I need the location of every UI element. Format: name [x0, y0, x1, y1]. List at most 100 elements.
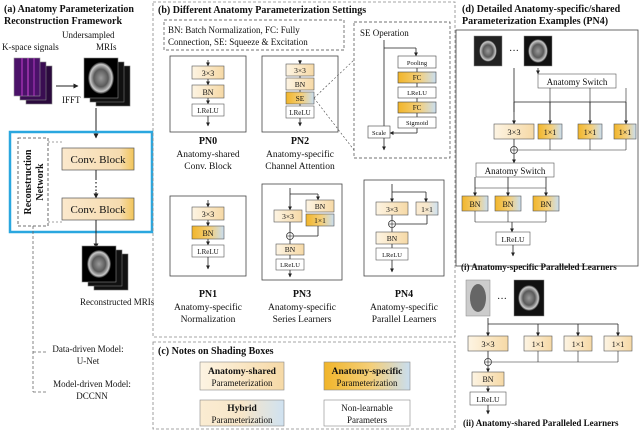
pn0-desc-2: Conv. Block	[184, 162, 232, 172]
model-driven-label-1: Model-driven Model:	[53, 379, 131, 389]
pn4-lrelu: LReLU	[382, 252, 402, 259]
pn2-desc-1: Anatomy-specific	[266, 149, 334, 160]
pn0-conv: 3×3	[202, 69, 215, 78]
pn4-block: 3×3 1×1 BN LReLU PN4 Anatomy-specific Pa…	[363, 179, 445, 325]
detail-ii-conv3: 3×3	[481, 339, 494, 349]
legend-specific-1: Anatomy-specific	[332, 367, 403, 377]
pn0-bn: BN	[202, 88, 213, 97]
reconstructed-label: Reconstructed MRIs	[80, 297, 155, 307]
pn3-desc-1: Anatomy-specific	[268, 302, 336, 313]
recon-network-label-1: Reconstruction	[23, 149, 34, 214]
abbrev-legend-box	[163, 19, 345, 51]
model-driven-label-2: DCCNN	[76, 391, 108, 401]
panel-c-title: (c) Notes on Shading Boxes	[158, 346, 274, 357]
kspace-label: K-space signals	[2, 42, 59, 52]
se-fc-1: FC	[413, 74, 422, 82]
pn4-desc-1: Anatomy-specific	[370, 302, 438, 313]
pn1-desc-1: Anatomy-specific	[174, 302, 242, 313]
panel-b-title: (b) Different Anatomy Parameterization S…	[158, 5, 366, 16]
pn3-bn-side: BN	[315, 202, 326, 211]
panel-d: (d) Detailed Anatomy-specific/shared Par…	[455, 4, 639, 428]
se-operation: SE Operation Pooling FC LReLU FC Sigmoid…	[353, 21, 451, 159]
detail-i-bn-b: BN	[502, 200, 513, 209]
pn2-label: PN2	[291, 136, 309, 147]
pn4-shared-detail: ··· 3×3 1×1 1×1 1×1 BN	[463, 279, 633, 428]
conv-block-top	[61, 147, 135, 171]
legend-specific-2: Parameterization	[337, 378, 398, 388]
pn4-conv1: 1×1	[421, 205, 433, 214]
pn2-bn: BN	[295, 80, 306, 89]
pn0-block: 3×3 BN LReLU PN0 Anatomy-shared Conv. Bl…	[169, 55, 247, 172]
conv-block-ellipsis: ⋮	[91, 181, 102, 193]
pn3-desc-2: Series Learners	[273, 315, 332, 325]
pn1-desc-2: Normalization	[181, 315, 236, 325]
pn1-lrelu: LReLU	[197, 248, 218, 256]
detail-i-conv1-b: 1×1	[584, 128, 597, 137]
legend-specific-swatch	[323, 361, 411, 391]
pn0-desc-1: Anatomy-shared	[176, 150, 240, 160]
panel-a-title-1: (a) Anatomy Parameterization	[4, 4, 134, 15]
conv-block-top-label: Conv. Block	[71, 154, 126, 166]
caption-i: (i) Anatomy-specific Paralleled Learners	[461, 262, 617, 272]
legend-hybrid-2: Parameterization	[212, 415, 273, 425]
data-driven-label-1: Data-driven Model:	[52, 344, 123, 354]
pn3-label: PN3	[293, 289, 311, 300]
pn1-label: PN1	[199, 289, 217, 300]
legend-shared-1: Anatomy-shared	[208, 367, 277, 377]
detail-i-bn-c: BN	[540, 200, 551, 209]
pn3-conv3: 3×3	[282, 212, 294, 221]
conv-block-bottom-label: Conv. Block	[71, 204, 126, 216]
pn2-lrelu: LReLU	[289, 109, 310, 117]
reconstruction-highlight-frame	[8, 130, 154, 234]
legend-shared-2: Parameterization	[212, 378, 273, 388]
detail-i-bn-a: BN	[469, 200, 480, 209]
legend-nonlearnable-2: Parameters	[347, 415, 387, 425]
se-pooling: Pooling	[407, 60, 428, 67]
pn4-bn: BN	[387, 234, 398, 243]
detail-i-conv1-a: 1×1	[544, 128, 557, 137]
pn4-desc-2: Parallel Learners	[372, 315, 437, 325]
thumb-dots-2: ···	[497, 294, 507, 305]
pn4-label: PN4	[395, 289, 413, 300]
pn2-se: SE	[296, 94, 305, 103]
pn2-desc-2: Channel Attention	[265, 162, 335, 172]
legend-hybrid-swatch	[199, 399, 285, 427]
se-sigmoid: Sigmoid	[406, 120, 429, 127]
conv-block-bottom	[61, 197, 135, 221]
mris-label: MRIs	[96, 42, 117, 52]
pn1-block: 3×3 BN LReLU PN1 Anatomy-specific Normal…	[169, 195, 247, 325]
panel-d-title-1: (d) Detailed Anatomy-specific/shared	[462, 4, 621, 15]
kspace-stack	[13, 57, 53, 105]
legend-nonlearnable-1: Non-learnable	[341, 403, 392, 413]
detail-ii-lrelu: LReLU	[477, 395, 500, 404]
abbrev-legend-1: BN: Batch Normalization, FC: Fully	[168, 25, 300, 35]
pn2-conv: 3×3	[294, 66, 306, 75]
pn4-conv3: 3×3	[386, 205, 398, 214]
panel-b: (b) Different Anatomy Parameterization S…	[152, 1, 456, 338]
detail-i-conv1-c: 1×1	[619, 128, 632, 137]
panel-a: (a) Anatomy Parameterization Reconstruct…	[2, 4, 155, 401]
detail-ii-bn: BN	[482, 375, 493, 384]
panel-d-title-2: Parameterization Examples (PN4)	[462, 16, 608, 27]
panel-a-title-2: Reconstruction Framework	[4, 16, 122, 27]
thumb-dots-1: ···	[509, 46, 519, 57]
legend-shared-swatch	[199, 361, 285, 391]
legend-nonlearnable-swatch	[323, 399, 411, 427]
anatomy-switch-1	[537, 73, 617, 89]
detail-ii-conv1-c: 1×1	[612, 340, 625, 349]
ifft-label: IFFT	[62, 95, 81, 105]
se-lrelu: LReLU	[407, 90, 427, 97]
caption-ii: (ii) Anatomy-shared Paralleled Learners	[463, 418, 619, 428]
undersampled-label: Undersampled	[62, 30, 115, 40]
pn3-lrelu: LReLU	[280, 262, 300, 269]
pn3-bn: BN	[285, 245, 296, 254]
pn0-label: PN0	[199, 136, 217, 147]
reconstructed-mri-stack	[81, 245, 129, 291]
legend-hybrid-1: Hybrid	[227, 404, 257, 414]
pn3-block: BN 1×1 3×3 BN LReLU PN3 Anatomy-specific…	[261, 183, 343, 325]
pn1-bn: BN	[202, 229, 213, 238]
detail-ii-conv1-a: 1×1	[532, 340, 545, 349]
pn3-conv1-side: 1×1	[314, 216, 326, 225]
